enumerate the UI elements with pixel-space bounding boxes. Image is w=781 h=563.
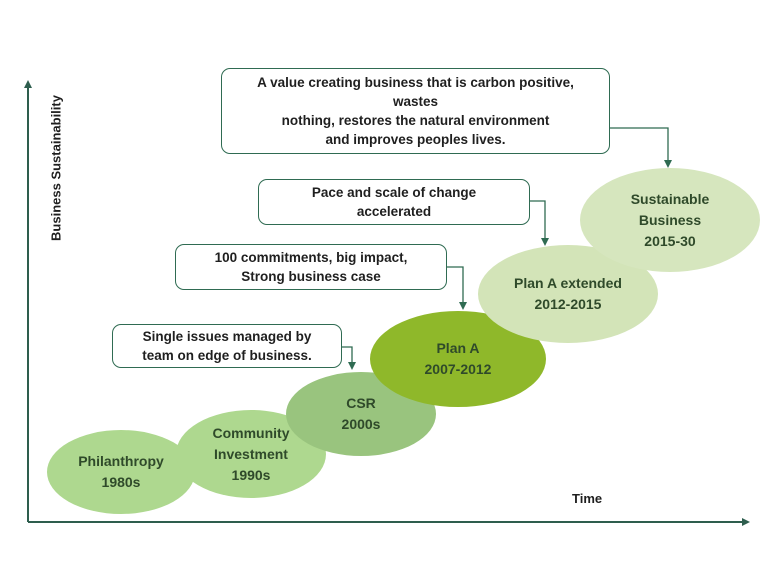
callout-pace-line-1: Pace and scale of change bbox=[311, 185, 477, 200]
stage-community-period: 1990s bbox=[231, 466, 271, 483]
callout-commitments-line-1: 100 commitments, big impact, bbox=[214, 250, 408, 265]
stage-csr-title: CSR bbox=[346, 395, 376, 411]
stage-sustainable-title-1: Sustainable bbox=[630, 190, 710, 207]
callout-single-issues-line-1: Single issues managed by bbox=[142, 329, 312, 344]
callout-commitments-line-2: Strong business case bbox=[241, 269, 381, 284]
callout-single-issues-line-2: team on edge of business. bbox=[142, 348, 312, 363]
callout-value-creating-line-4: and improves peoples lives. bbox=[325, 132, 506, 147]
stage-community-investment: Community Investment 1990s bbox=[176, 410, 326, 498]
callout-value-creating-line-3: nothing, restores the natural environmen… bbox=[281, 113, 550, 128]
stage-csr-period: 2000s bbox=[341, 416, 381, 432]
connector-pace bbox=[528, 200, 549, 246]
y-axis-label: Business Sustainability bbox=[48, 95, 64, 241]
stage-plan-a-extended-title: Plan A extended bbox=[514, 275, 622, 291]
connector-single-issues bbox=[340, 346, 356, 370]
stage-community-title-2: Investment bbox=[214, 445, 288, 462]
callout-value-creating: A value creating business that is carbon… bbox=[221, 68, 610, 154]
x-axis-label: Time bbox=[572, 491, 603, 506]
stage-sustainable-business: Sustainable Business 2015-30 bbox=[580, 168, 760, 272]
stage-philanthropy-title: Philanthropy bbox=[78, 453, 164, 469]
stage-sustainable-period: 2015-30 bbox=[644, 232, 696, 249]
callout-value-creating-line-1: A value creating business that is carbon… bbox=[257, 75, 574, 90]
stage-sustainable-title-2: Business bbox=[638, 211, 702, 228]
callout-single-issues: Single issues managed by team on edge of… bbox=[112, 324, 342, 368]
stage-community-title-1: Community bbox=[212, 424, 290, 441]
callout-value-creating-line-2: wastes bbox=[392, 94, 439, 109]
stage-plan-a-period: 2007-2012 bbox=[424, 361, 492, 377]
stage-plan-a: Plan A 2007-2012 bbox=[370, 311, 546, 407]
stage-plan-a-extended-period: 2012-2015 bbox=[534, 296, 602, 312]
stage-philanthropy-period: 1980s bbox=[101, 474, 141, 490]
callout-pace: Pace and scale of change accelerated bbox=[258, 179, 530, 225]
stage-plan-a-title: Plan A bbox=[436, 340, 480, 356]
stage-philanthropy: Philanthropy 1980s bbox=[47, 430, 195, 514]
callout-pace-line-2: accelerated bbox=[356, 204, 432, 219]
connector-commitments bbox=[445, 266, 467, 310]
callout-commitments: 100 commitments, big impact, Strong busi… bbox=[175, 244, 447, 290]
connector-value-creating bbox=[608, 127, 672, 168]
